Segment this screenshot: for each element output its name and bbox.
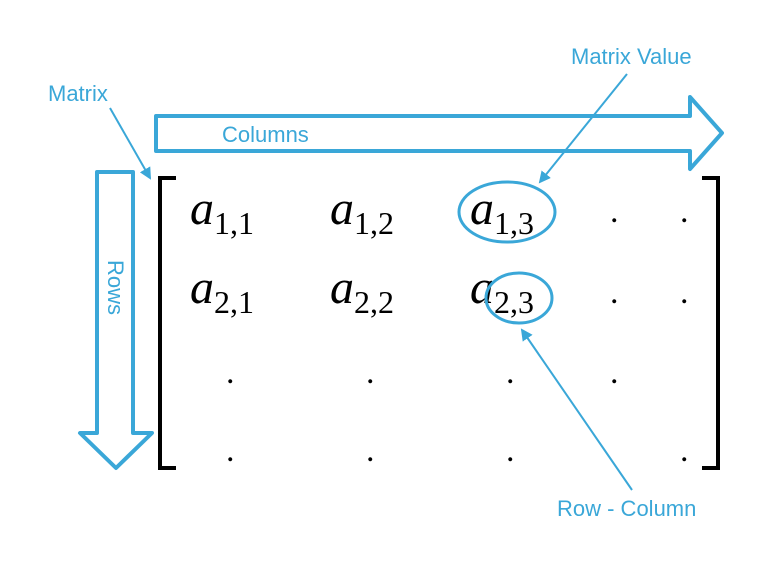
matrix-dot: . <box>506 432 515 469</box>
rows-label: Rows <box>103 260 128 315</box>
matrix-value-highlight <box>457 180 557 244</box>
matrix-dot: . <box>610 274 619 311</box>
matrix-entry: a2,2 <box>330 261 394 320</box>
matrix-dot: . <box>226 354 235 391</box>
matrix-dot: . <box>226 432 235 469</box>
row-column-callout-arrow <box>520 328 633 491</box>
matrix-dot: . <box>680 274 689 311</box>
matrix-label: Matrix <box>48 81 108 106</box>
matrix-entry-highlighted: a2,3 <box>470 261 534 320</box>
matrix-value-callout-arrow <box>538 73 628 184</box>
matrix-dot: . <box>366 354 375 391</box>
row-column-highlight <box>484 271 554 325</box>
matrix-entry: a2,1 <box>190 261 254 320</box>
matrix-entry: a1,1 <box>190 182 254 241</box>
columns-label: Columns <box>222 122 309 147</box>
rows-arrow-icon <box>78 170 154 470</box>
matrix-callout-arrow <box>109 107 151 180</box>
matrix-dot: . <box>366 432 375 469</box>
matrix-value-label: Matrix Value <box>571 44 692 69</box>
matrix-dot: . <box>610 193 619 230</box>
columns-arrow-icon <box>154 95 724 171</box>
right-bracket <box>702 176 720 470</box>
matrix-dot: . <box>610 354 619 391</box>
matrix-dot: . <box>506 354 515 391</box>
left-bracket <box>158 176 176 470</box>
matrix-entry: a1,2 <box>330 182 394 241</box>
matrix-entry-highlighted: a1,3 <box>470 182 534 241</box>
matrix-dot: . <box>680 193 689 230</box>
matrix-dot: . <box>680 432 689 469</box>
row-column-label: Row - Column <box>557 496 696 521</box>
